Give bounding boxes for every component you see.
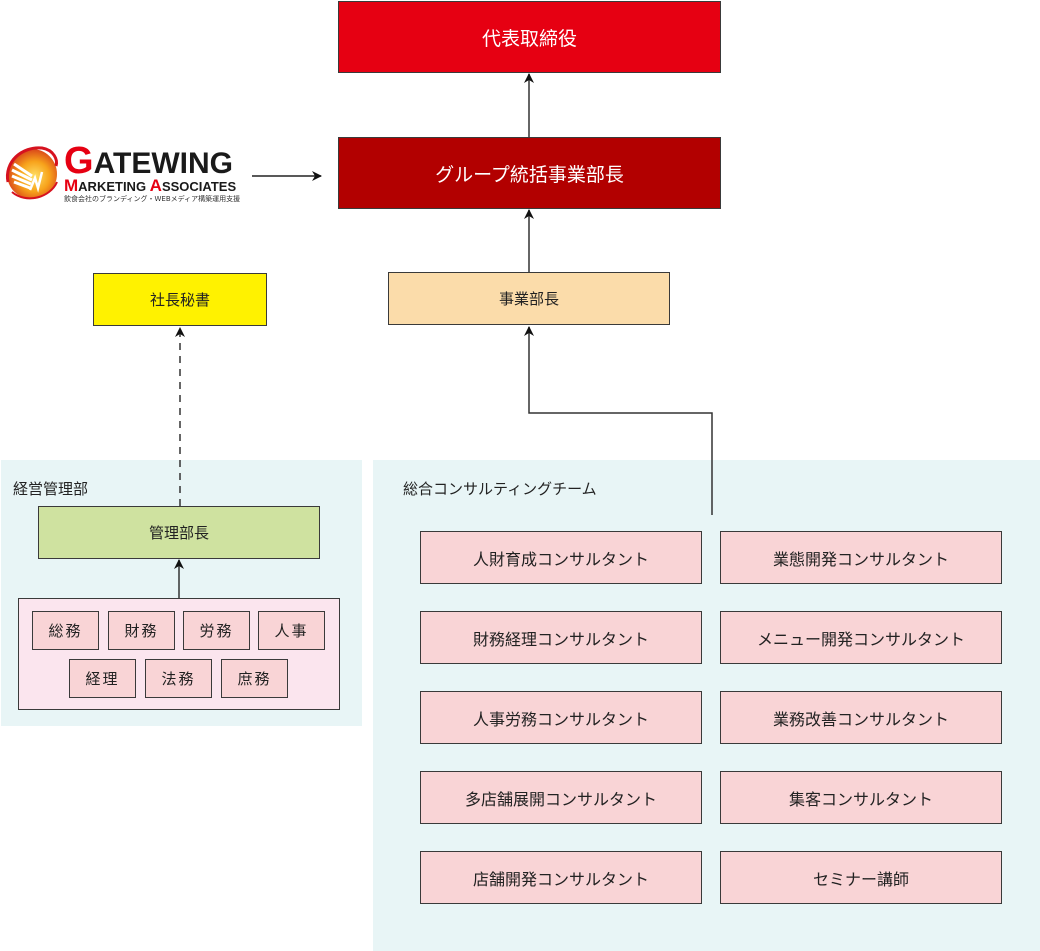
consultant-node: 業務改善コンサルタント bbox=[720, 691, 1002, 744]
dept-node: 庶務 bbox=[221, 659, 288, 698]
consultant-node: 財務経理コンサルタント bbox=[420, 611, 702, 664]
dept-node: 財務 bbox=[108, 611, 175, 650]
logo-brand-name: GATEWING bbox=[64, 140, 233, 182]
logo-tagline: 飲食会社のブランディング・WEBメディア構築運用支援 bbox=[64, 195, 241, 203]
dept-node: 法務 bbox=[145, 659, 212, 698]
dept-node: 経理 bbox=[69, 659, 136, 698]
logo-subtitle: MARKETING ASSOCIATES bbox=[64, 176, 237, 195]
dept-node: 労務 bbox=[183, 611, 250, 650]
dept-node: 人事 bbox=[258, 611, 325, 650]
secretary-node: 社長秘書 bbox=[93, 273, 267, 326]
consultant-node: 店舗開発コンサルタント bbox=[420, 851, 702, 904]
consultant-node: 多店舗展開コンサルタント bbox=[420, 771, 702, 824]
consulting-team-title: 総合コンサルティングチーム bbox=[403, 480, 597, 498]
consultant-node: 集客コンサルタント bbox=[720, 771, 1002, 824]
management-department-title: 経営管理部 bbox=[13, 480, 89, 498]
consultant-node: セミナー講師 bbox=[720, 851, 1002, 904]
gatewing-logo: GATEWING MARKETING ASSOCIATES 飲食会社のブランディ… bbox=[2, 140, 240, 208]
winged-globe-logo-icon bbox=[5, 146, 58, 200]
group-general-manager-node: グループ統括事業部長 bbox=[338, 137, 721, 209]
ceo-node: 代表取締役 bbox=[338, 1, 721, 73]
consultant-node: 人財育成コンサルタント bbox=[420, 531, 702, 584]
consultant-node: メニュー開発コンサルタント bbox=[720, 611, 1002, 664]
business-manager-node: 事業部長 bbox=[388, 272, 670, 325]
dept-node: 総務 bbox=[32, 611, 99, 650]
consultant-node: 人事労務コンサルタント bbox=[420, 691, 702, 744]
consultant-node: 業態開発コンサルタント bbox=[720, 531, 1002, 584]
management-manager-node: 管理部長 bbox=[38, 506, 320, 559]
